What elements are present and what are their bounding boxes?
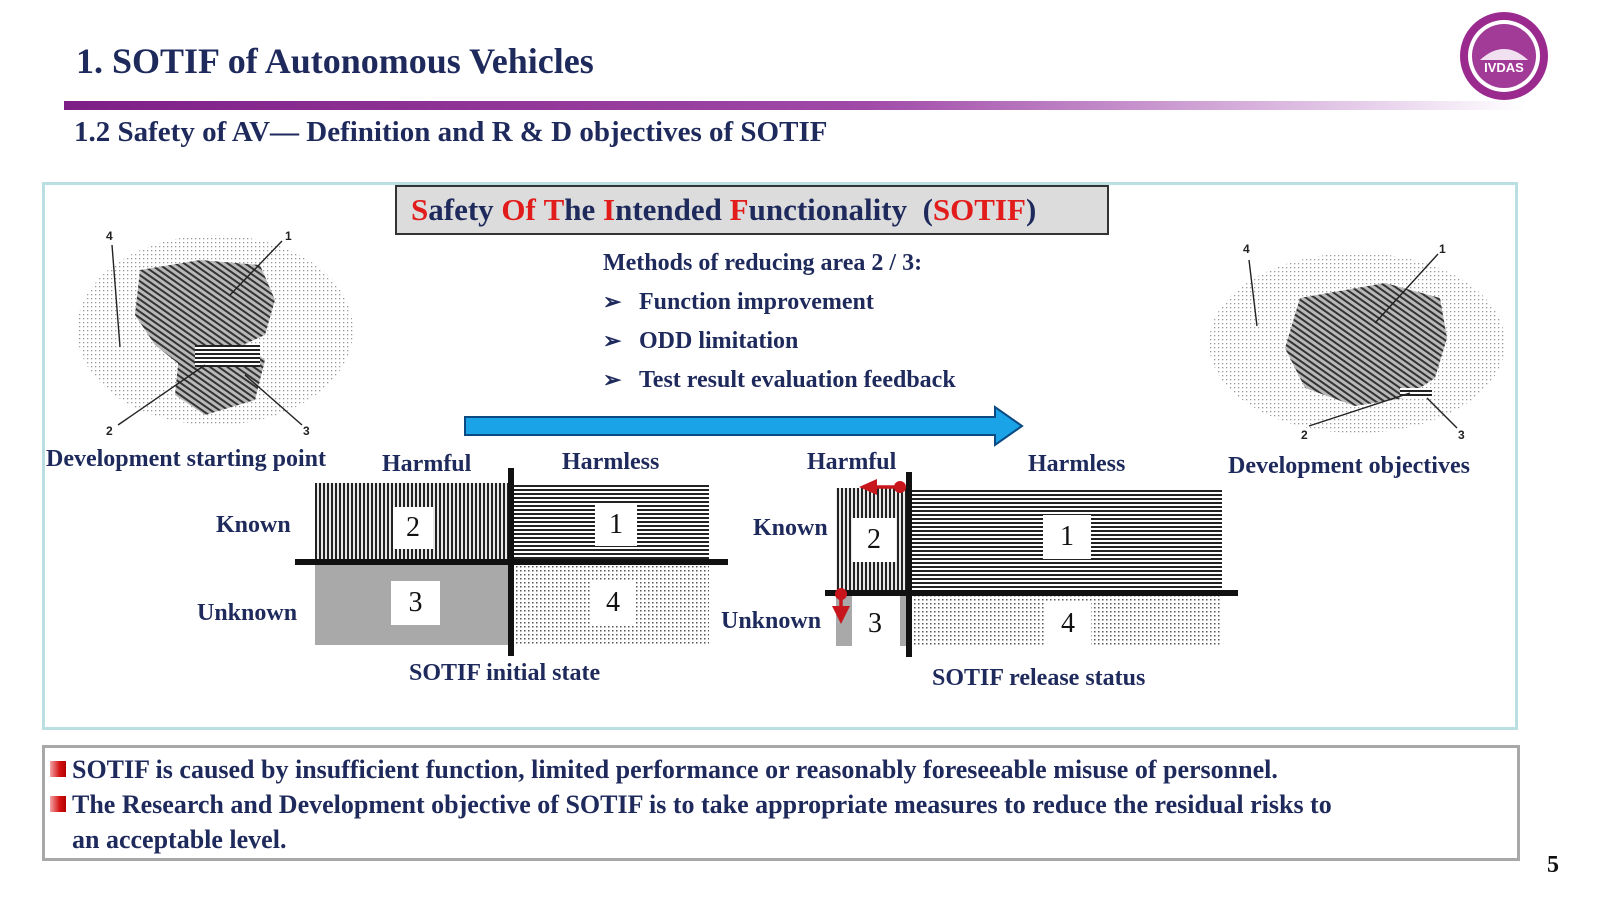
release-col-harmful: Harmful [807,449,897,475]
sotif-banner-text: T [543,192,565,227]
bullet-square-icon [50,761,66,777]
sotif-banner-text: ntended [615,192,730,227]
arrow-bullet-icon: ➢ [603,328,622,353]
initial-cell-number: 4 [592,582,634,624]
sotif-banner-text: unctionality [748,192,923,227]
logo-text: IVDAS [1484,60,1524,75]
objectives-diagram: 4 1 2 3 [1209,242,1505,442]
note-line: an acceptable level. [72,825,287,854]
blob-label: 1 [285,229,292,243]
release-row-unknown: Unknown [721,608,822,634]
initial-row-unknown: Unknown [197,600,298,626]
method-item: ➢Function improvement [603,289,874,315]
initial-cell-number: 1 [595,504,637,546]
shrink-left-arrow-icon [859,479,877,495]
progress-arrow [464,405,1024,447]
release-status-grid [825,472,1238,657]
release-cell-number: 4 [1045,602,1091,646]
sotif-banner-text: F [729,192,749,227]
blob-label: 3 [1458,428,1465,442]
arrow-bullet-icon: ➢ [603,289,622,314]
car-icon [1480,49,1528,60]
initial-row-known: Known [216,512,291,538]
method-item: ➢ODD limitation [603,328,799,354]
release-cell-number: 2 [852,518,896,562]
known-harmless-area [1285,283,1447,406]
release-cell-number: 1 [1043,515,1091,559]
sotif-banner-text: I [603,192,616,227]
known-harmless-area [135,260,275,365]
diagram-panel [42,182,1518,730]
university-logo: IVDAS [1460,12,1548,100]
release-cell-number: 3 [852,602,898,646]
shrink-down-arrow-icon [832,606,850,624]
objectives-caption: Development objectives [1228,453,1470,479]
release-status-caption: SOTIF release status [932,665,1146,691]
sotif-banner-text: afety [428,192,502,227]
blob-label: 3 [303,424,310,438]
title-underline [64,101,1524,110]
blob-label: 2 [1301,428,1308,442]
initial-cell-number: 3 [391,581,440,625]
sotif-banner-text: he [564,192,604,227]
blob-label: 4 [106,229,113,243]
initial-col-harmless: Harmless [562,449,660,475]
note-line: The Research and Development objective o… [50,790,1332,820]
sotif-banner-text: S [411,192,429,227]
release-row-known: Known [753,515,828,541]
note-line: SOTIF is caused by insufficient function… [50,755,1278,785]
starting-point-diagram: 4 1 2 3 [77,229,353,438]
notes-box [42,745,1520,861]
method-item: ➢Test result evaluation feedback [603,367,956,393]
initial-state-caption: SOTIF initial state [409,660,601,686]
blob-label: 1 [1439,242,1446,256]
blob-label: 2 [106,424,113,438]
page-number: 5 [1547,852,1559,878]
bullet-square-icon [50,796,66,812]
slide-subtitle: 1.2 Safety of AV— Definition and R & D o… [74,116,828,148]
sotif-banner-text: Of [501,192,536,227]
starting-point-caption: Development starting point [46,446,326,472]
arrow-bullet-icon: ➢ [603,367,622,392]
slide-title: 1. SOTIF of Autonomous Vehicles [76,41,594,81]
sotif-banner-text [536,192,544,228]
known-harmful-area [195,345,260,367]
sotif-banner-text: SOTIF [932,192,1026,227]
initial-state-grid [295,468,728,656]
sotif-banner-text: ) [1025,192,1037,227]
blob-label: 4 [1243,242,1250,256]
initial-cell-number: 2 [393,507,433,549]
methods-heading: Methods of reducing area 2 / 3: [603,250,923,276]
initial-col-harmful: Harmful [382,451,472,477]
known-harmful-area [1400,388,1432,398]
release-col-harmless: Harmless [1028,451,1126,477]
sotif-banner-text: ( [922,192,933,227]
